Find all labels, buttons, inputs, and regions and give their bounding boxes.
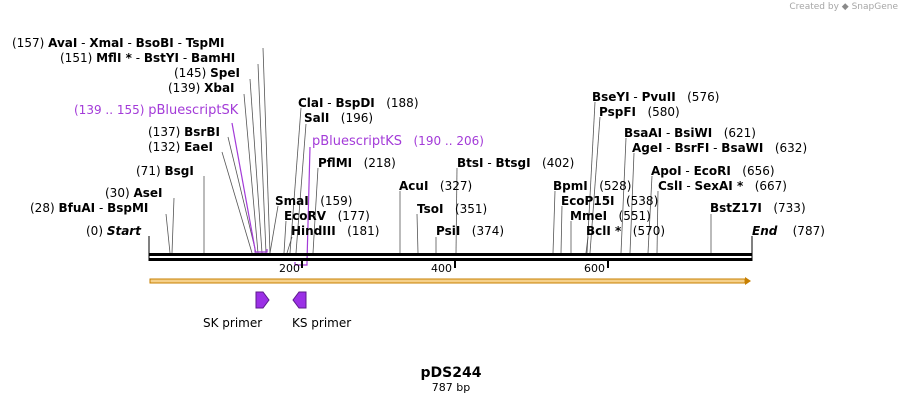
enzyme-label-71[interactable]: (71) BsgI: [136, 164, 194, 178]
feature-arrow-bar[interactable]: [149, 277, 751, 285]
scale-label-200: 200: [279, 262, 300, 275]
enzyme-label-580[interactable]: PspFI (580): [599, 105, 680, 119]
watermark: Created by ◆ SnapGene: [789, 2, 898, 12]
plasmid-title: pDS244: [420, 365, 482, 381]
enzyme-label-402[interactable]: BtsI - BtsgI (402): [457, 156, 575, 170]
enzyme-label-632[interactable]: AgeI - BsrFI - BsaWI (632): [632, 141, 808, 155]
ks-primer-label[interactable]: KS primer: [292, 316, 352, 330]
connector-lines: [165, 47, 712, 254]
enzyme-label-374[interactable]: PsiI (374): [436, 224, 505, 238]
enzyme-label-528[interactable]: BpmI (528): [553, 179, 632, 193]
enzyme-label-551[interactable]: MmeI (551): [570, 209, 651, 223]
sk-primer-arrow[interactable]: [255, 291, 270, 309]
enzyme-label-145[interactable]: (145) SpeI: [174, 66, 240, 80]
feature-sk-bracket: [231, 122, 268, 253]
ks-primer-arrow[interactable]: [292, 291, 307, 309]
enzyme-label-667[interactable]: CslI - SexAI * (667): [658, 179, 787, 193]
enzyme-label-177[interactable]: EcoRV (177): [284, 209, 370, 223]
enzyme-label-570[interactable]: BclI * (570): [586, 224, 666, 238]
enzyme-label-656[interactable]: ApoI - EcoRI (656): [651, 164, 775, 178]
feature-label-sk[interactable]: (139 .. 155) pBluescriptSK: [74, 103, 239, 118]
sk-primer-label[interactable]: SK primer: [203, 316, 263, 330]
enzyme-label-621[interactable]: BsaAI - BsiWI (621): [624, 126, 756, 140]
enzyme-label-30[interactable]: (30) AseI: [105, 186, 163, 200]
enzyme-label-28[interactable]: (28) BfuAI - BspMI: [30, 201, 149, 215]
scale-label-400: 400: [431, 262, 452, 275]
enzyme-label-576[interactable]: BseYI - PvuII (576): [592, 90, 720, 104]
enzyme-label-157[interactable]: (157) AvaI - XmaI - BsoBI - TspMI: [12, 36, 225, 50]
start-label: (0) Start: [86, 224, 141, 238]
watermark-brand: SnapGene: [851, 2, 898, 12]
backbone: [149, 253, 752, 261]
end-label: End (787): [752, 224, 825, 238]
enzyme-label-351[interactable]: TsoI (351): [417, 202, 488, 216]
enzyme-label-327[interactable]: AcuI (327): [399, 179, 473, 193]
feature-label-ks[interactable]: pBluescriptKS (190 .. 206): [312, 134, 484, 149]
scale-label-600: 600: [584, 262, 605, 275]
enzyme-label-132[interactable]: (132) EaeI: [148, 140, 214, 154]
enzyme-label-181[interactable]: HindIII (181): [291, 224, 380, 238]
watermark-text: Created by: [789, 2, 839, 12]
enzyme-label-151[interactable]: (151) MflI * - BstYI - BamHI: [60, 51, 236, 65]
enzyme-label-218[interactable]: PflMI (218): [318, 156, 396, 170]
plasmid-length: 787 bp: [431, 381, 471, 394]
enzyme-label-733[interactable]: BstZ17I (733): [710, 201, 806, 215]
enzyme-label-159[interactable]: SmaI (159): [275, 194, 353, 208]
snapgene-logo-icon: ◆: [841, 2, 849, 12]
enzyme-label-137[interactable]: (137) BsrBI: [148, 125, 220, 139]
enzyme-label-538[interactable]: EcoP15I (538): [561, 194, 659, 208]
enzyme-label-188[interactable]: ClaI - BspDI (188): [298, 96, 419, 110]
enzyme-label-139[interactable]: (139) XbaI: [168, 81, 235, 95]
enzyme-label-196[interactable]: SalI (196): [304, 111, 374, 125]
